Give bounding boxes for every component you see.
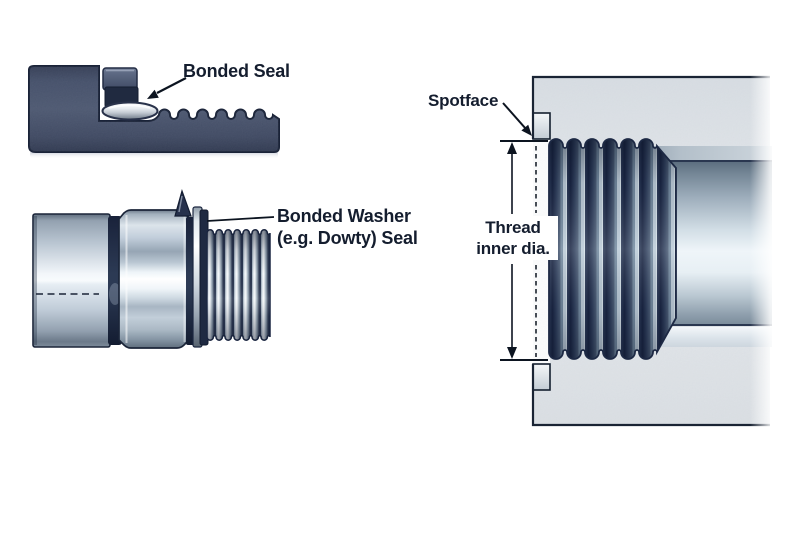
- thread-inner-dia-line2: inner dia.: [476, 239, 550, 258]
- washer-rubber-lip: [174, 189, 192, 217]
- bonded-washer-label-line1: Bonded Washer: [277, 206, 411, 226]
- port-block-outline: [531, 75, 770, 427]
- fitting-hex-nut: [118, 209, 191, 349]
- lip-highlight: [178, 195, 183, 213]
- groove-reflection: [109, 283, 121, 305]
- bonded-washer-label: Bonded Washer (e.g. Dowty) Seal: [277, 205, 418, 249]
- bonded-washer-label-line2: (e.g. Dowty) Seal: [277, 228, 418, 248]
- dimension-arrow-down: [507, 347, 517, 359]
- spotface-arrow: [502, 102, 532, 136]
- bore-lower-streak: [648, 327, 772, 347]
- thread-inner-dia-label: Thread inner dia.: [468, 216, 558, 260]
- bonded-seal-label: Bonded Seal: [183, 61, 290, 81]
- dimension-arrow-up: [507, 142, 517, 154]
- bonded-washer-figure: [32, 189, 275, 349]
- thread-inner-dia-line1: Thread: [485, 218, 541, 237]
- right-edge-fade: [750, 70, 784, 432]
- spotface-label: Spotface: [428, 91, 499, 110]
- spotface-lower-rim: [532, 363, 551, 391]
- male-threads-shading: [207, 229, 270, 341]
- thread-dia-dimension: [500, 140, 548, 361]
- bore-shoulder: [640, 146, 772, 161]
- port-threads-shading: [548, 138, 677, 360]
- fitting-body: [32, 213, 111, 348]
- bonded-seal-arrow: [147, 77, 187, 99]
- washer-pointer-line: [206, 216, 275, 222]
- fitting-body-left-edge: [34, 216, 37, 345]
- port-figure: [500, 70, 784, 432]
- seal-highlight: [108, 104, 151, 109]
- spotface-upper-rim: [532, 112, 551, 140]
